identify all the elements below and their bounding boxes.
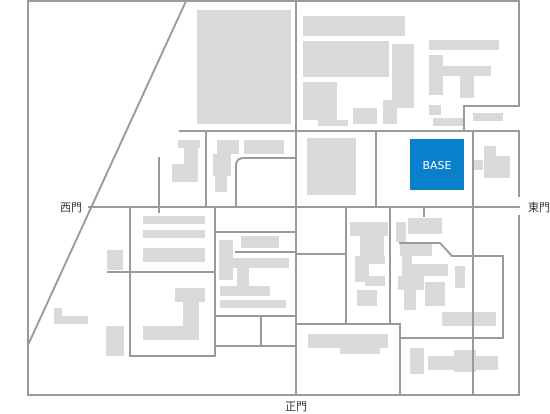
building [357, 290, 377, 306]
building [143, 326, 199, 340]
road [235, 231, 297, 253]
building [396, 222, 406, 242]
building [143, 216, 205, 224]
building [353, 108, 377, 124]
roads [26, 0, 520, 396]
building [428, 356, 454, 370]
building [473, 113, 503, 121]
building [303, 41, 389, 77]
building [429, 55, 443, 95]
road [235, 157, 297, 208]
building [107, 250, 123, 270]
building [220, 286, 270, 296]
building [429, 40, 499, 50]
building [303, 16, 405, 36]
building [443, 66, 491, 76]
building [355, 256, 385, 264]
building [54, 308, 62, 324]
building [183, 302, 199, 326]
building [241, 236, 279, 248]
building [340, 348, 380, 354]
building [219, 240, 233, 280]
building [392, 44, 414, 108]
base-label: BASE [422, 159, 451, 172]
building [360, 236, 384, 256]
building [404, 290, 416, 310]
building [410, 348, 424, 374]
building [365, 276, 385, 286]
building [460, 76, 474, 98]
building [217, 140, 239, 154]
building [220, 300, 286, 308]
building [455, 266, 465, 288]
building [383, 100, 397, 124]
building [106, 326, 124, 356]
building [213, 154, 231, 176]
main-gate-label: 正門 [285, 400, 307, 413]
building [400, 242, 432, 256]
building [197, 10, 291, 124]
building [412, 264, 448, 276]
building [454, 350, 476, 372]
building [473, 160, 483, 170]
building [484, 146, 496, 156]
building [178, 140, 200, 148]
building [143, 230, 205, 238]
building [175, 288, 205, 302]
west-gate-label: 西門 [60, 201, 82, 214]
building [233, 258, 289, 268]
road [399, 242, 504, 339]
building [307, 138, 356, 195]
base-marker[interactable]: BASE [410, 139, 464, 190]
building [398, 276, 424, 290]
building [429, 105, 441, 115]
buildings [54, 10, 510, 374]
building [172, 164, 198, 182]
building [402, 256, 412, 276]
building [318, 120, 348, 126]
building [184, 148, 198, 166]
building [62, 316, 88, 324]
building [308, 334, 388, 348]
east-gate-label: 東門 [528, 201, 550, 214]
building [442, 312, 496, 326]
building [303, 82, 337, 120]
building [244, 140, 284, 154]
building [215, 176, 227, 192]
building [143, 248, 205, 262]
building [425, 282, 445, 306]
diagonal-road [26, 0, 188, 347]
building [433, 118, 463, 126]
building [408, 218, 442, 234]
building [476, 356, 498, 370]
base-building[interactable] [410, 139, 464, 190]
building [484, 156, 510, 178]
building [350, 222, 388, 236]
building [237, 268, 249, 286]
